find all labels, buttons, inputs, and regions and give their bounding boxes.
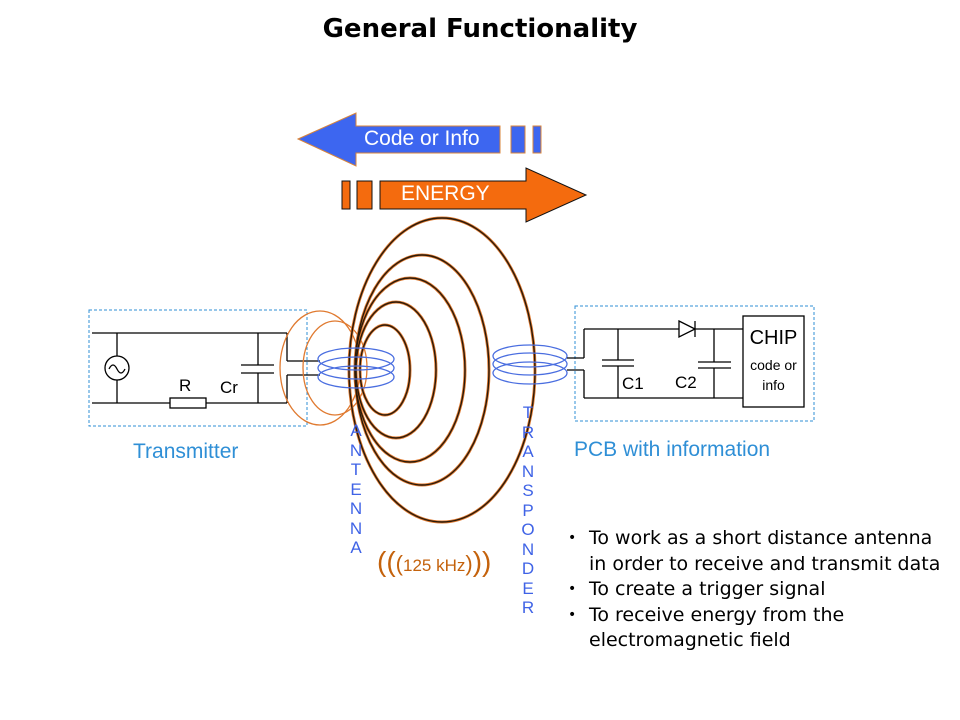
chip-title: CHIP [749, 327, 798, 349]
transponder-letter: N [521, 539, 535, 559]
chip-box [742, 315, 805, 408]
frequency-paren: ( [395, 551, 403, 576]
antenna-letter: T [350, 460, 362, 479]
pcb-label: PCB with information [574, 438, 771, 461]
transmitter-label: Transmitter [133, 440, 239, 463]
energy-arrow-tail-segment [356, 180, 373, 210]
transponder-letter: R [521, 598, 535, 617]
c1-label: C1 [622, 374, 644, 393]
capacitor-label: Cr [220, 378, 238, 397]
radio-wave-left-icon: (( [377, 546, 396, 577]
bullet-item: To work as a short distance antenna in o… [568, 526, 948, 577]
frequency-value: 125 kHz [402, 556, 466, 575]
transponder-vertical-label: T R A N S P O N D E R [520, 403, 536, 618]
transponder-letter: A [522, 442, 534, 461]
transponder-letter: R [521, 422, 535, 442]
code-info-arrow-tail-segment [510, 125, 526, 154]
page-title: General Functionality [322, 14, 638, 44]
antenna-letter: A [350, 421, 362, 440]
diode-icon [678, 319, 697, 339]
pcb-box [574, 305, 815, 422]
energy-label: ENERGY [401, 182, 490, 205]
transponder-letter: E [522, 578, 534, 598]
antenna-letter: E [350, 479, 362, 499]
transponder-letter: T [522, 403, 534, 422]
frequency-paren: ) [465, 551, 473, 576]
transponder-letter: S [522, 481, 534, 500]
ac-source-icon [104, 355, 130, 381]
energy-arrow [341, 167, 588, 223]
energy-arrow-tail-segment [341, 180, 351, 210]
transmitter-box [88, 309, 308, 427]
antenna-letter: N [349, 440, 363, 460]
antenna-letter: A [350, 538, 362, 557]
bullet-item: To create a trigger signal [568, 577, 948, 603]
antenna-letter: N [349, 518, 363, 538]
antenna-vertical-label: A N T E N N A [348, 421, 364, 558]
antenna-letter: N [349, 499, 363, 518]
resistor-label: R [179, 376, 192, 395]
radio-wave-right-icon: )) [472, 546, 492, 577]
chip-line-2: info [762, 377, 785, 393]
bullet-item: To receive energy from the electromagnet… [568, 603, 948, 654]
frequency-label: (((125 kHz))) [377, 546, 491, 578]
code-info-arrow [296, 112, 542, 167]
transponder-letter: D [521, 559, 535, 578]
c2-label: C2 [675, 373, 697, 392]
magnetic-field-lines [347, 216, 537, 524]
antenna-coil [317, 347, 395, 389]
transmitter-circuit [92, 332, 320, 409]
transponder-letter: P [522, 500, 534, 520]
resistor-symbol [169, 397, 207, 409]
transponder-coil [492, 344, 568, 385]
code-info-arrow-tail-segment [532, 125, 542, 154]
pcb-circuit [567, 315, 805, 408]
code-info-label: Code or Info [364, 127, 480, 150]
chip-line-1: code or [750, 357, 797, 373]
transponder-letter: N [521, 461, 535, 481]
transponder-letter: O [521, 520, 535, 539]
function-bullet-list: To work as a short distance antenna in o… [568, 526, 948, 654]
